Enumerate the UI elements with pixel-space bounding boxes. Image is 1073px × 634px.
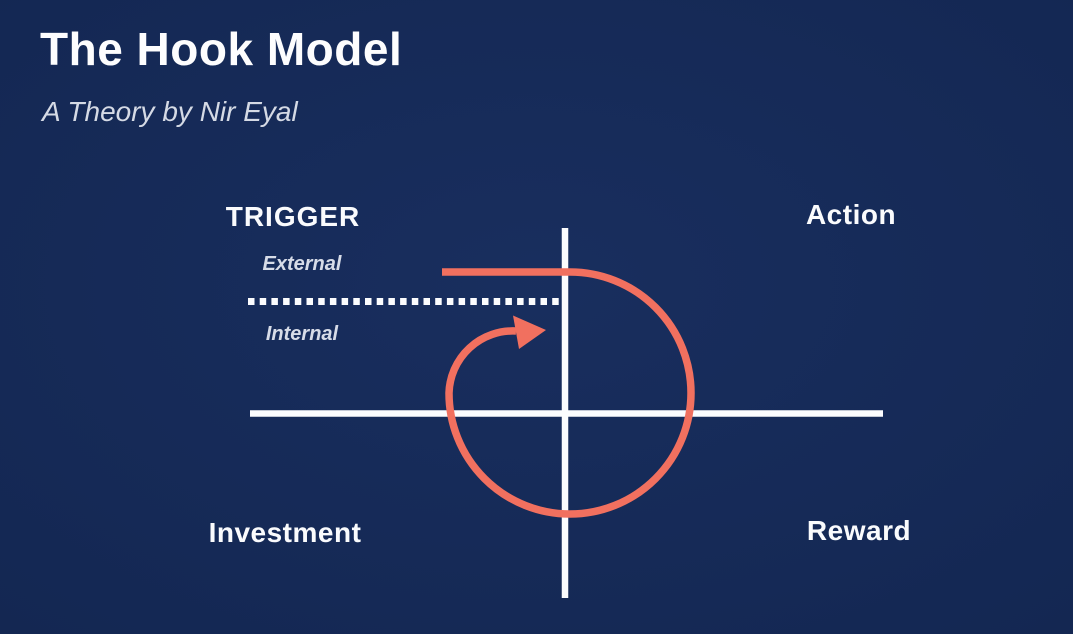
cycle-arrow-path [442, 268, 695, 518]
label-external-trigger: External [262, 253, 342, 275]
label-reward: Reward [806, 515, 912, 546]
page-title: The Hook Model [40, 23, 403, 75]
label-internal-trigger: Internal [265, 323, 339, 345]
page-subtitle: A Theory by Nir Eyal [42, 96, 298, 127]
label-investment: Investment [208, 517, 362, 548]
label-action: Action [805, 199, 897, 230]
circular-arrow-clockwise-icon [442, 268, 695, 518]
label-trigger: TRIGGER [225, 201, 361, 232]
quadrant-axes [250, 228, 883, 598]
cycle-arrowhead [513, 315, 546, 349]
